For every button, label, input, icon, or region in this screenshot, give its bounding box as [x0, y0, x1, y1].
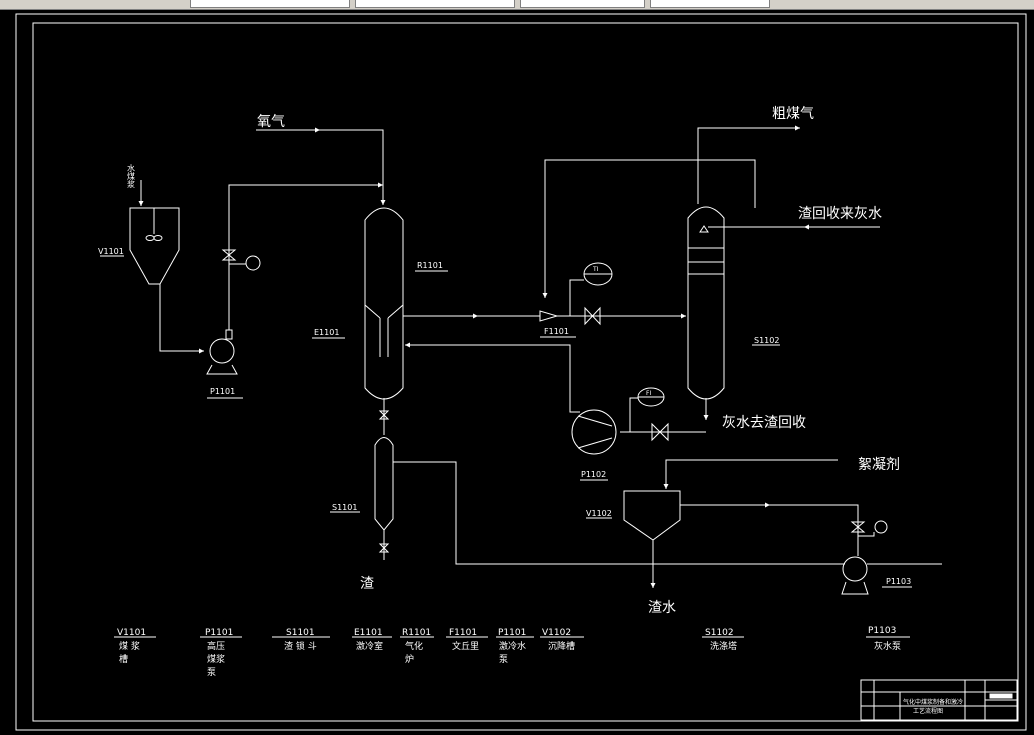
tag-s1101: S1101 [332, 503, 357, 512]
legend-name: 文丘里 [452, 640, 479, 652]
tag-e1101: E1101 [314, 328, 339, 337]
toolbar-tab[interactable] [355, 0, 515, 8]
legend-tag: V1102 [542, 628, 571, 638]
pump-p1102 [571, 409, 617, 455]
grey-water-out-label: 灰水去渣回收 [722, 415, 806, 431]
slurry-line [159, 284, 204, 354]
legend-tag: V1101 [117, 628, 146, 638]
coal-slurry-label: 水煤浆 [127, 163, 136, 188]
raw-gas-line [697, 125, 800, 204]
temperature-indicator [569, 262, 613, 316]
flocculant-line [663, 459, 838, 489]
quench-water-line [405, 342, 580, 413]
tag-p1102: P1102 [581, 470, 606, 479]
legend-name: 高压 [207, 640, 225, 652]
legend-name: 激冷室 [356, 640, 383, 652]
legend-name: 槽 [119, 653, 128, 665]
hopper-water-line [393, 461, 845, 565]
fi-label: FI [646, 390, 651, 397]
gasifier-bottom-valve [378, 410, 390, 420]
scrubber-overhead-line [542, 159, 756, 298]
legend-tag: P1101 [498, 628, 526, 638]
legend-name: 灰水泵 [874, 640, 901, 652]
tag-p1101: P1101 [210, 387, 235, 396]
legend: V1101 煤 浆 槽 P1101 高压 煤浆 泵 S1101 渣 锁 斗 E1… [117, 626, 901, 678]
outer-frame [15, 13, 1027, 731]
venturi-f1101 [539, 310, 559, 322]
legend-tag: S1101 [286, 628, 315, 638]
scrubber-s1102 [687, 206, 725, 400]
title-block [860, 679, 1018, 721]
slag-water-label: 渣水 [648, 600, 676, 616]
tag-r1101: R1101 [417, 261, 443, 270]
pump-gauge-p1103 [858, 520, 888, 537]
toolbar-tab[interactable] [650, 0, 770, 8]
oxygen-line [256, 129, 386, 205]
tag-s1102: S1102 [754, 336, 779, 345]
overflow-valve [850, 521, 866, 533]
title-block-title: 气化中煤浆制备和激冷 [903, 698, 963, 706]
legend-name: 洗涤塔 [710, 640, 737, 652]
toolbar-tab[interactable] [520, 0, 645, 8]
legend-tag: P1101 [205, 628, 233, 638]
legend-tag: R1101 [402, 628, 431, 638]
flocculant-label: 絮凝剂 [858, 456, 900, 473]
title-block-subtitle: 工艺流程图 [913, 707, 943, 715]
inner-frame [32, 22, 1019, 722]
tag-v1102: V1102 [586, 509, 612, 518]
legend-name: 煤浆 [207, 653, 225, 665]
legend-name: 渣 锁 斗 [284, 640, 317, 652]
legend-name: 激冷水 [499, 640, 526, 652]
legend-name: 泵 [499, 654, 508, 665]
legend-name: 炉 [405, 653, 414, 665]
pump-p1103 [841, 556, 869, 595]
oxygen-label: 氧气 [257, 114, 285, 130]
lock-hopper-valve [378, 543, 390, 553]
pump-discharge-valve [221, 249, 237, 261]
settler-v1102 [623, 490, 681, 541]
legend-tag: P1103 [868, 626, 896, 636]
toolbar-tab[interactable] [190, 0, 350, 8]
ti-label: TI [592, 266, 599, 273]
pump-p1101 [206, 329, 238, 375]
legend-tag: S1102 [705, 628, 734, 638]
raw-gas-label: 粗煤气 [772, 106, 814, 122]
legend-tag: E1101 [354, 628, 383, 638]
coal-slurry-tank-v1101 [129, 207, 180, 285]
flow-indicator [629, 387, 665, 432]
legend-name: 煤 浆 [119, 640, 140, 652]
slag-lock-hopper-s1101 [374, 437, 394, 531]
slurry-discharge-line [228, 182, 383, 330]
toolbar-strip [0, 0, 1034, 10]
tag-f1101: F1101 [544, 327, 569, 336]
legend-name: 沉降槽 [548, 640, 575, 652]
tag-v1101: V1101 [98, 247, 124, 256]
tag-p1103: P1103 [886, 577, 911, 586]
slag-label: 渣 [360, 576, 374, 592]
gasifier-r1101 [364, 207, 404, 400]
venturi-valve [584, 306, 601, 326]
legend-tag: F1101 [449, 628, 477, 638]
legend-name: 泵 [207, 667, 216, 678]
legend-name: 气化 [405, 640, 423, 652]
pressure-gauge [229, 255, 261, 271]
settler-overflow-line [680, 504, 859, 556]
grey-water-valve [651, 422, 669, 442]
return-grey-water-label: 渣回收来灰水 [798, 206, 882, 222]
